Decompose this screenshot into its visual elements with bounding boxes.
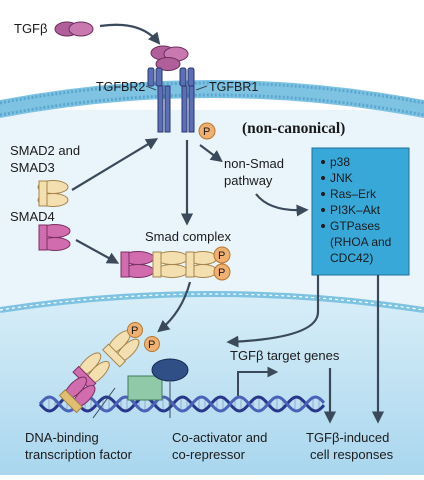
complex-phospho-badge-1: P — [213, 246, 231, 264]
receptor-tgfbr1 — [179, 67, 195, 133]
nucleus — [0, 291, 424, 475]
svg-text:P: P — [218, 267, 225, 279]
svg-text:P: P — [131, 325, 138, 337]
receptor-phospho-badge: P — [198, 122, 216, 140]
dna-tf-label-line2: transcription factor — [25, 447, 133, 462]
tgfbr2-label: TGFBR2 — [96, 80, 145, 94]
ligand-binding-arrow — [99, 23, 161, 45]
responses-label-line2: cell responses — [310, 447, 394, 462]
pathway-item-bullet — [321, 192, 325, 196]
smad4-label: SMAD4 — [10, 209, 55, 224]
pathway-item-0: p38 — [330, 155, 350, 169]
pathway-item-2: Ras–Erk — [330, 187, 377, 201]
pathway-item-bullet — [321, 160, 325, 164]
cell-membrane — [0, 80, 424, 118]
smad23-to-receptor-arrow — [71, 138, 159, 191]
pathway-item-4: GTPases — [330, 219, 380, 233]
nonsmad-to-box-arrow — [255, 193, 309, 217]
smad4-to-complex-arrow — [75, 239, 120, 264]
pathway-item-bullet — [321, 224, 325, 228]
smad23-label-line2: SMAD3 — [10, 160, 55, 175]
pathway-item-1: JNK — [330, 171, 353, 185]
receptor-tgfbr2 — [147, 67, 171, 133]
nuclear-phospho-badge-2: P — [144, 336, 160, 352]
dna-tf-label-line1: DNA-binding — [25, 430, 99, 445]
coactivator-label-line2: co-repressor — [172, 447, 246, 462]
transcription-start-arrow — [237, 366, 279, 396]
smad4-protein — [38, 224, 71, 251]
svg-text:P: P — [218, 250, 225, 262]
dna-strand-1 — [38, 395, 326, 413]
nuclear-phospho-badge-1: P — [127, 322, 143, 338]
pathway-item-bullet — [321, 176, 325, 180]
smad-complex — [120, 251, 218, 278]
box-to-nucleus-arrow — [226, 275, 320, 348]
nonsmad-label-line1: non-Smad — [224, 156, 284, 171]
svg-text:P: P — [203, 126, 210, 138]
smad23-protein — [37, 180, 69, 207]
smad-complex-label: Smad complex — [145, 229, 231, 244]
nuclear-smad-complex — [58, 330, 140, 414]
transcription-factor-shape — [127, 375, 163, 401]
non-canonical-label: (non-canonical) — [242, 120, 345, 137]
tgfb-label: TGFβ — [14, 21, 47, 36]
pathway-item-5: (RHOA and — [330, 235, 391, 249]
coactivator-shape — [151, 358, 189, 382]
target-genes-label: TGFβ target genes — [230, 348, 340, 363]
tgfbr1-label: TGFBR1 — [209, 80, 258, 94]
nonsmad-label-line2: pathway — [224, 173, 273, 188]
responses-label-line1: TGFβ-induced — [306, 430, 389, 445]
non-smad-pathway-box — [311, 147, 410, 276]
tgfb-ligand-free — [54, 21, 94, 37]
pathway-item-bullet — [321, 208, 325, 212]
receptor-to-nonsmad-arrow — [199, 144, 223, 163]
complex-to-nucleus-arrow — [157, 281, 192, 333]
pathway-item-3: PI3K–Akt — [330, 203, 381, 217]
smad23-label-line1: SMAD2 and — [10, 143, 80, 158]
svg-text:P: P — [148, 339, 155, 351]
complex-phospho-badge-2: P — [213, 263, 231, 281]
coactivator-label-line1: Co-activator and — [172, 430, 267, 445]
tgfb-ligand-bound — [150, 45, 189, 71]
pathway-item-6: CDC42) — [330, 251, 373, 265]
